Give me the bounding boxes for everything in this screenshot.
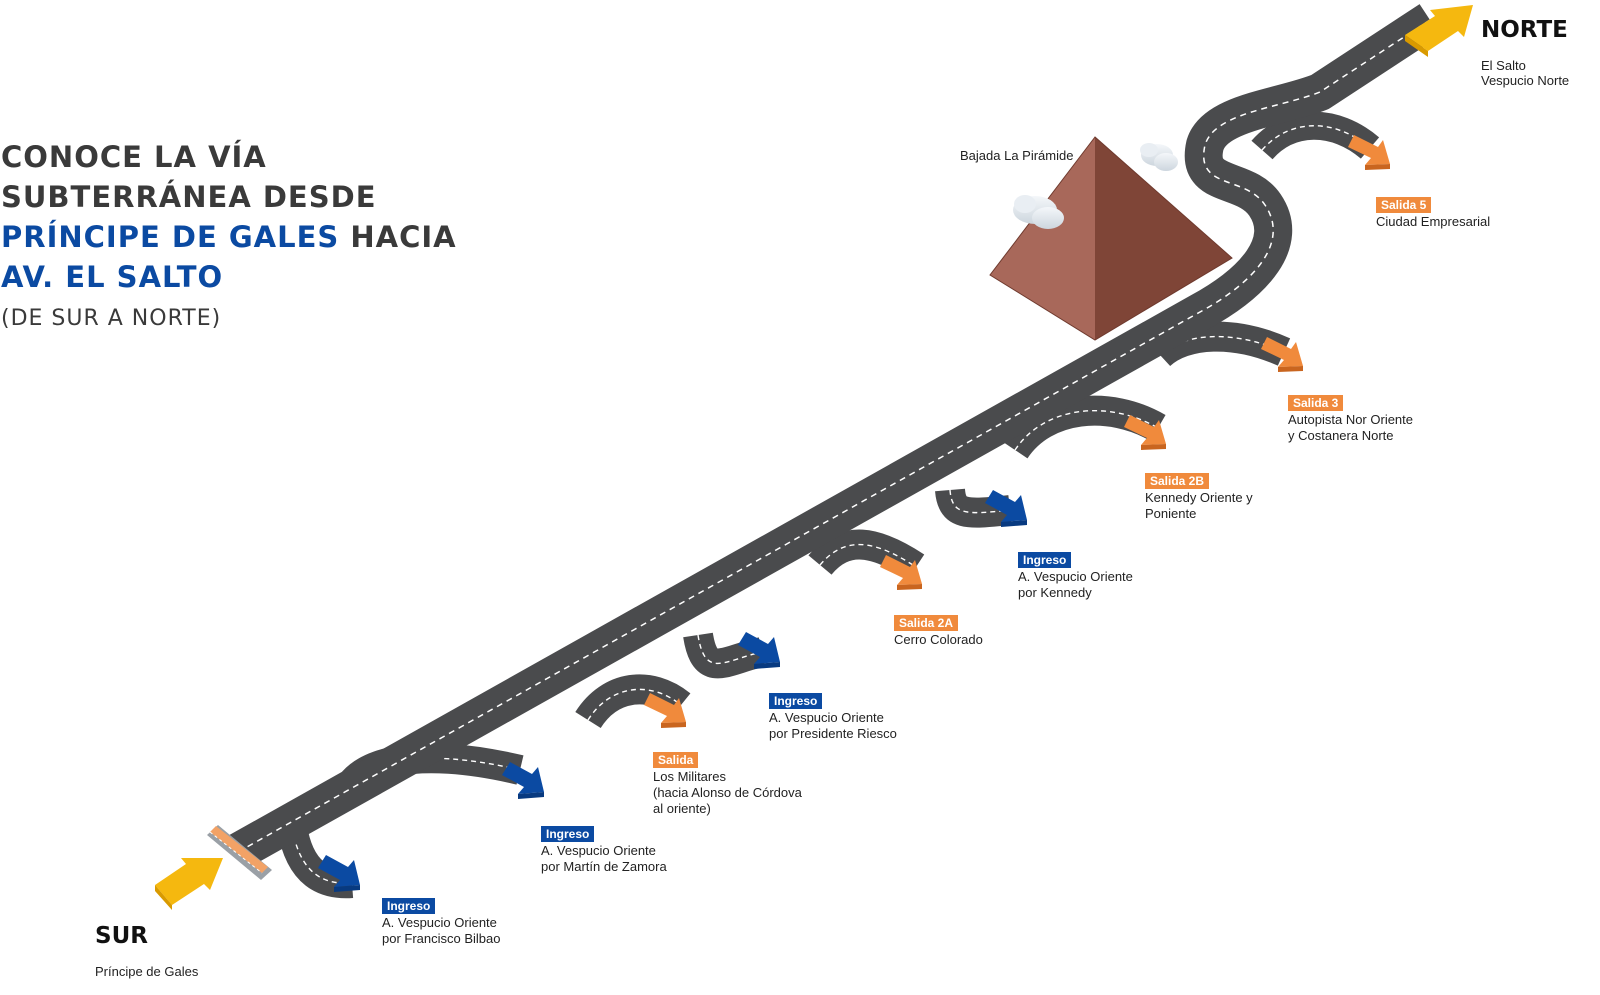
salida-description: Cerro Colorado bbox=[894, 632, 983, 647]
orange-arrow-icon bbox=[1348, 135, 1390, 170]
blue-arrow-icon bbox=[738, 632, 780, 669]
salida-3: Salida 3 Autopista Nor Oriente y Costane… bbox=[1288, 379, 1413, 460]
orange-arrow-icon bbox=[1124, 415, 1166, 450]
salida-tag: Salida 5 bbox=[1376, 197, 1432, 213]
ingreso-francisco-bilbao: Ingreso A. Vespucio Oriente por Francisc… bbox=[382, 882, 501, 963]
sur-label: SUR Príncipe de Gales bbox=[95, 908, 198, 995]
cloud-icon bbox=[1140, 143, 1178, 171]
sur-title: SUR bbox=[95, 923, 148, 949]
title-line-2: SUBTERRÁNEA DESDE bbox=[1, 180, 377, 214]
yellow-arrow-icon bbox=[1405, 5, 1473, 57]
salida-description: Autopista Nor Oriente y Costanera Norte bbox=[1288, 412, 1414, 443]
salida-tag: Salida bbox=[653, 752, 699, 768]
ingreso-martin-de-zamora: Ingreso A. Vespucio Oriente por Martín d… bbox=[541, 810, 667, 891]
orange-arrow-icon bbox=[1261, 337, 1303, 372]
salida-description: Los Militares (hacia Alonso de Córdova a… bbox=[653, 769, 802, 816]
yellow-arrow-icon bbox=[155, 858, 223, 910]
title-destination: AV. EL SALTO bbox=[1, 260, 224, 294]
ingreso-tag: Ingreso bbox=[1018, 552, 1072, 568]
norte-title: NORTE bbox=[1481, 17, 1568, 43]
title-line-1: CONOCE LA VÍA bbox=[1, 140, 267, 174]
page-title: CONOCE LA VÍA SUBTERRÁNEA DESDE PRÍNCIPE… bbox=[1, 137, 457, 339]
blue-arrow-icon bbox=[985, 490, 1027, 527]
orange-arrow-icon bbox=[644, 693, 686, 728]
orange-arrow-icon bbox=[880, 555, 922, 590]
pyramid-icon bbox=[989, 136, 1233, 341]
salida-tag: Salida 2B bbox=[1145, 473, 1210, 489]
ingreso-kennedy: Ingreso A. Vespucio Oriente por Kennedy bbox=[1018, 536, 1133, 617]
cloud-icon bbox=[1013, 195, 1064, 229]
salida-description: Kennedy Oriente y Poniente bbox=[1145, 490, 1253, 521]
salida-tag: Salida 2A bbox=[894, 615, 959, 631]
title-origin: PRÍNCIPE DE GALES bbox=[1, 220, 340, 254]
salida-arrows bbox=[644, 135, 1390, 728]
title-connector: HACIA bbox=[339, 220, 457, 254]
salida-description: Ciudad Empresarial bbox=[1376, 214, 1491, 229]
norte-subtitle: El Salto Vespucio Norte bbox=[1481, 58, 1570, 88]
ingreso-description: A. Vespucio Oriente por Presidente Riesc… bbox=[769, 710, 897, 741]
salida-2b: Salida 2B Kennedy Oriente y Poniente bbox=[1145, 457, 1253, 538]
blue-arrow-icon bbox=[502, 762, 544, 799]
main-road bbox=[228, 4, 1441, 869]
landmark-label: Bajada La Pirámide bbox=[960, 148, 1074, 163]
ingreso-tag: Ingreso bbox=[382, 898, 436, 914]
salida-5: Salida 5 Ciudad Empresarial bbox=[1376, 181, 1490, 246]
ingreso-tag: Ingreso bbox=[541, 826, 595, 842]
ingreso-description: A. Vespucio Oriente por Francisco Bilbao bbox=[382, 915, 501, 946]
norte-label: NORTE El Salto Vespucio Norte bbox=[1481, 2, 1569, 104]
ingreso-description: A. Vespucio Oriente por Kennedy bbox=[1018, 569, 1133, 600]
ingreso-tag: Ingreso bbox=[769, 693, 823, 709]
salida-tag: Salida 3 bbox=[1288, 395, 1344, 411]
ingreso-presidente-riesco: Ingreso A. Vespucio Oriente por Presiden… bbox=[769, 677, 897, 758]
sur-subtitle: Príncipe de Gales bbox=[95, 964, 199, 979]
tunnel-entrance-icon bbox=[207, 825, 272, 880]
blue-arrow-icon bbox=[318, 855, 360, 892]
page-subtitle: (DE SUR A NORTE) bbox=[1, 306, 222, 331]
salida-2a: Salida 2A Cerro Colorado bbox=[894, 599, 983, 664]
ingreso-description: A. Vespucio Oriente por Martín de Zamora bbox=[541, 843, 667, 874]
salida-los-militares: Salida Los Militares (hacia Alonso de Có… bbox=[653, 736, 802, 833]
ingreso-arrows bbox=[318, 490, 1027, 892]
